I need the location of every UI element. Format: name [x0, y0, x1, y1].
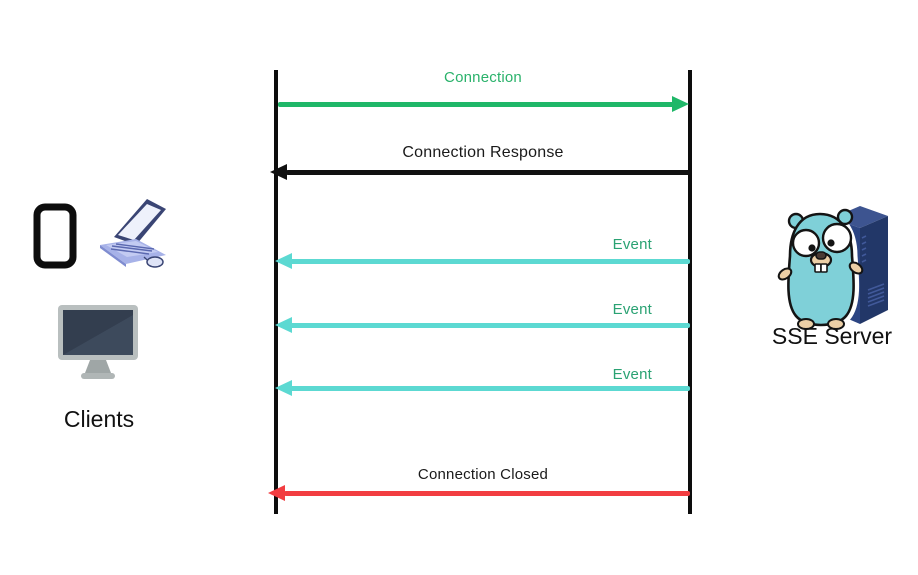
arrow-line — [290, 386, 690, 391]
monitor-icon — [57, 304, 139, 387]
gopher-icon — [777, 208, 864, 331]
arrow-line — [290, 323, 690, 328]
phone-icon — [33, 203, 77, 274]
message-label: Event — [612, 301, 652, 318]
gopher-server-icon — [768, 194, 900, 339]
client-lifeline — [274, 70, 278, 514]
server-lifeline — [688, 70, 692, 514]
arrow-left-icon — [268, 485, 285, 501]
arrow-left-icon — [270, 164, 287, 180]
clients-label: Clients — [63, 406, 135, 432]
arrow-right-icon — [672, 96, 689, 112]
sse-server-label: SSE Server — [771, 323, 893, 349]
message-label: Event — [612, 366, 652, 383]
arrow-line — [286, 170, 690, 175]
message-label: Event — [612, 236, 652, 253]
arrow-line — [284, 491, 690, 496]
arrow-line — [278, 102, 674, 107]
message-label: Connection Closed — [417, 466, 549, 483]
arrow-left-icon — [275, 253, 292, 269]
arrow-line — [290, 259, 690, 264]
message-label: Connection Response — [402, 144, 564, 161]
message-label: Connection — [444, 69, 522, 86]
arrow-left-icon — [275, 317, 292, 333]
arrow-left-icon — [275, 380, 292, 396]
laptop-icon — [92, 193, 170, 274]
